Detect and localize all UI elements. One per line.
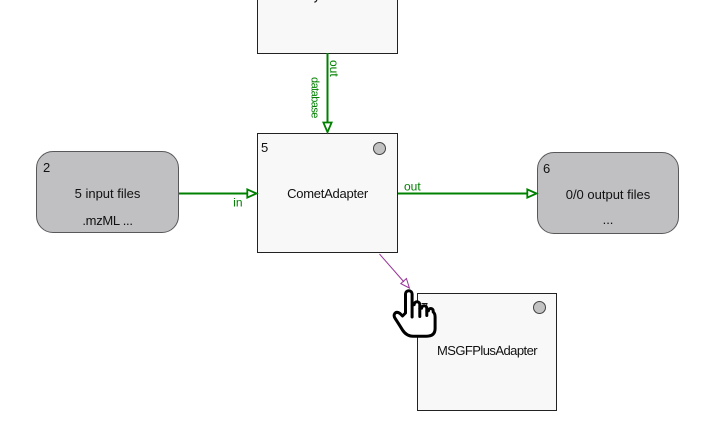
svg-text:in: in bbox=[233, 196, 242, 210]
svg-text:out: out bbox=[327, 60, 341, 77]
svg-text:database: database bbox=[309, 77, 321, 118]
svg-text:out: out bbox=[404, 180, 421, 194]
